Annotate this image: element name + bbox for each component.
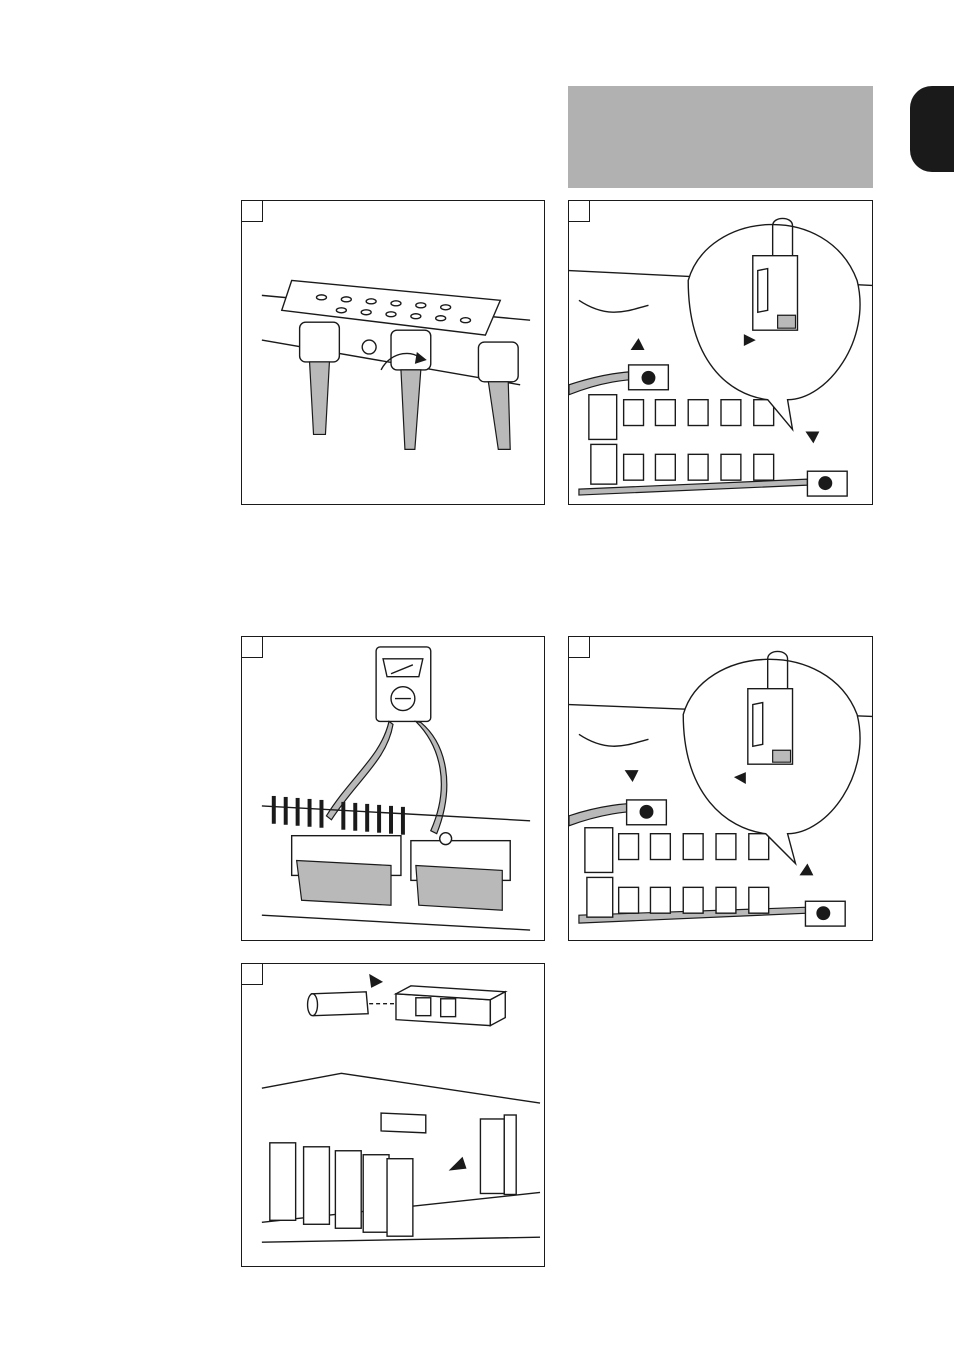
panel-fuse-insert	[241, 963, 545, 1267]
step-number-box	[242, 637, 263, 658]
step-number-box	[242, 201, 263, 222]
fuse-holder-close-illustration	[569, 650, 872, 927]
arrow-right-icon	[369, 973, 384, 988]
step-number-box	[569, 201, 590, 222]
fuse-terminal-row	[622, 398, 775, 481]
arrow-right-icon	[743, 334, 756, 347]
section-header-bar	[568, 86, 873, 188]
fuse-insert-illustration	[261, 973, 541, 1243]
arrow-down-icon	[624, 770, 639, 783]
arrow-down-icon	[805, 431, 820, 444]
arrow-up-icon	[630, 338, 645, 351]
cable-gland-icon	[298, 321, 519, 450]
panel-fuse-holder-close	[568, 636, 873, 941]
fuse-terminal-row	[617, 833, 770, 914]
panel-fuse-holder-open	[568, 200, 873, 505]
fuse-holder-icon	[752, 217, 799, 331]
arrow-left-icon	[448, 1156, 467, 1171]
fuse-holder-open-illustration	[569, 217, 872, 497]
step-number-box	[242, 964, 263, 985]
voltmeter-icon	[375, 646, 432, 723]
fuse-holder-icon	[747, 650, 794, 765]
cable-gland-illustration	[261, 279, 531, 450]
fuse-carrier-icon	[393, 985, 508, 1027]
fuse-terminal-row	[269, 1142, 414, 1237]
arrow-left-icon	[733, 772, 746, 785]
step-number-box	[569, 637, 590, 658]
fuse-icon	[306, 991, 369, 1017]
connector-plate-icon	[280, 279, 502, 336]
arrow-up-icon	[799, 863, 814, 876]
language-tab	[910, 86, 954, 172]
terminal-block-icon	[271, 795, 405, 835]
panel-cable-gland	[241, 200, 545, 505]
screw-icon	[361, 339, 377, 355]
voltage-measurement-illustration	[261, 646, 531, 931]
panel-voltage-measurement	[241, 636, 545, 941]
